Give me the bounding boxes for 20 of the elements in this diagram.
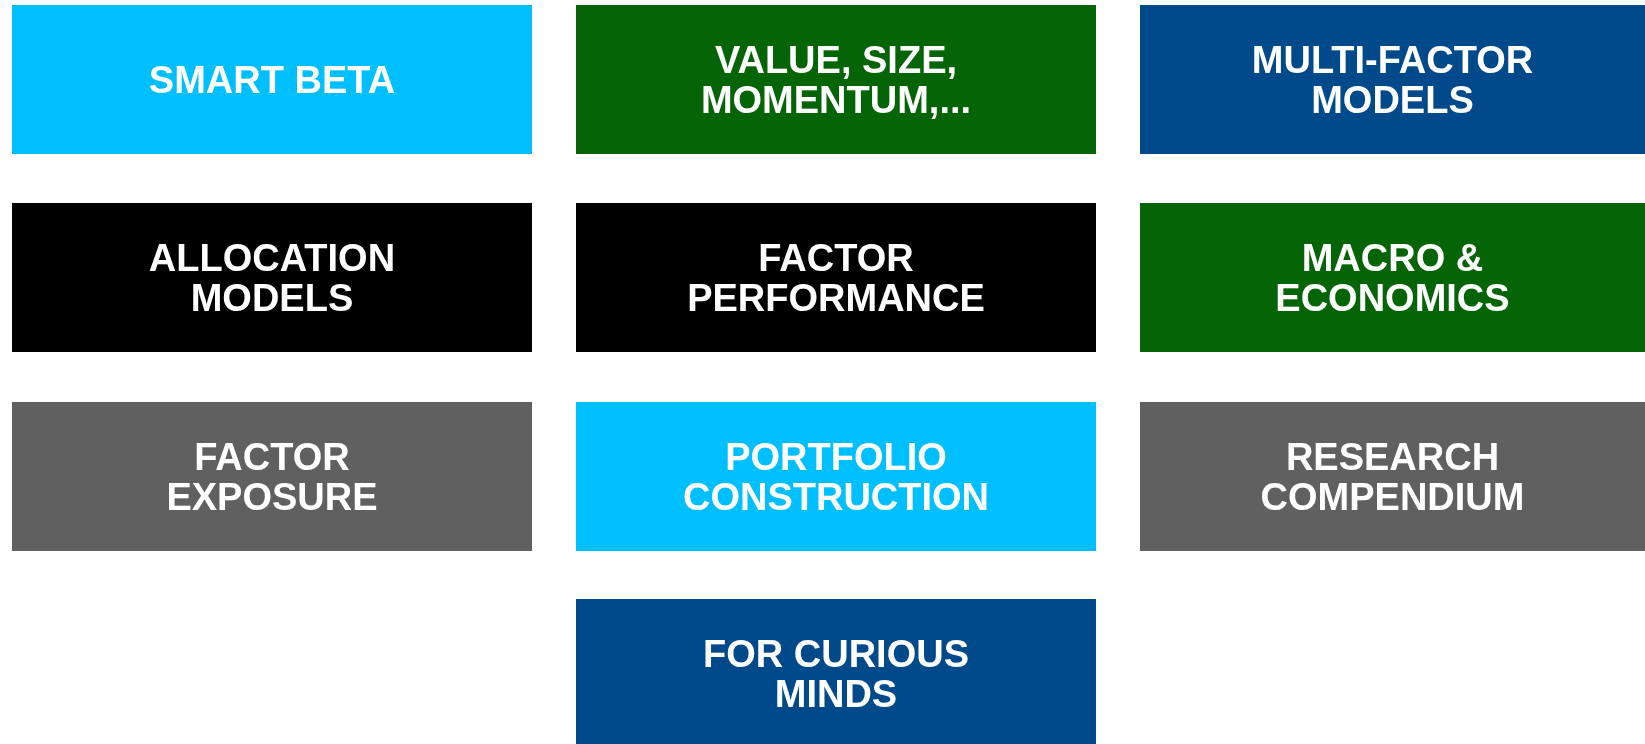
category-tile [576,203,1096,352]
category-tile [576,402,1096,551]
tile-label: ALLOCATION MODELS [147,237,397,318]
category-tile [1140,402,1645,551]
tile-label: MACRO & ECONOMICS [1274,237,1511,318]
tile-label: FACTOR PERFORMANCE [686,237,986,318]
category-tile [576,5,1096,154]
tile-label: MULTI-FACTOR MODELS [1250,39,1535,120]
category-tile [12,203,532,352]
category-tile [1140,203,1645,352]
category-tile [12,402,532,551]
category-tile [12,5,532,154]
tile-label: RESEARCH COMPENDIUM [1259,436,1526,517]
tile-label: FACTOR EXPOSURE [165,436,379,517]
tile-label: VALUE, SIZE, MOMENTUM,... [699,39,973,120]
tile-label: FOR CURIOUS MINDS [702,633,970,714]
tile-label: SMART BETA [148,59,396,100]
category-tile [576,599,1096,744]
tile-label: PORTFOLIO CONSTRUCTION [681,436,991,517]
category-tile [1140,5,1645,154]
